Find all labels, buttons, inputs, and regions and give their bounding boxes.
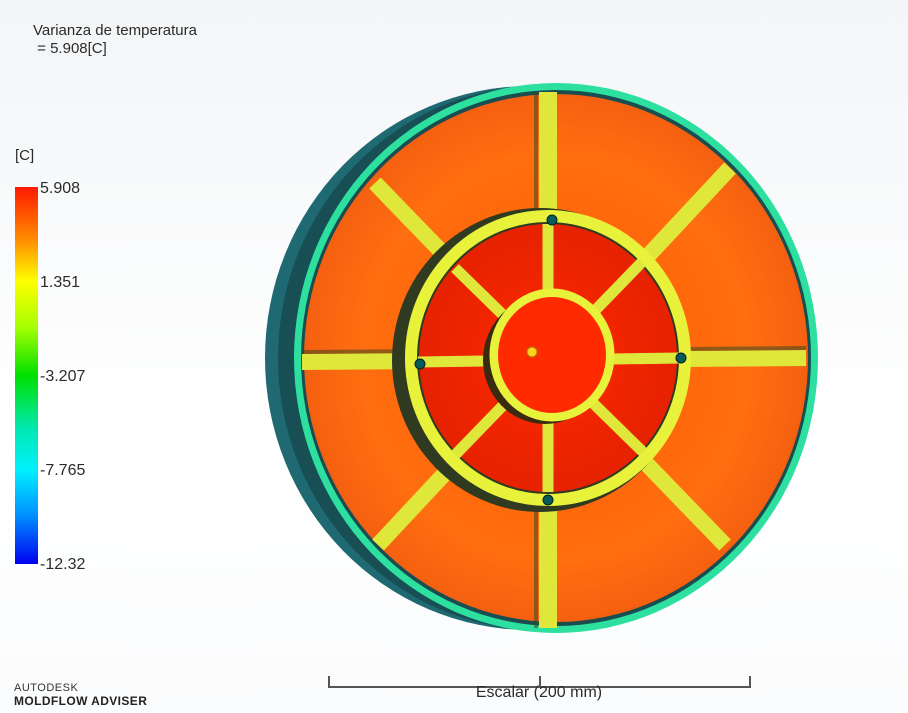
legend-tick-2: 1.351 xyxy=(40,274,81,291)
scale-bar-mid-tick xyxy=(539,676,541,686)
legend-tick-3: -3.207 xyxy=(40,368,86,385)
scale-bar-label: Escalar (200 mm) xyxy=(475,684,603,701)
legend-tick-max: 5.908 xyxy=(40,180,81,197)
hub-ring xyxy=(489,288,615,422)
brand-product: MOLDFLOW ADVISER xyxy=(14,694,148,708)
ejector-pins xyxy=(414,214,687,506)
result-title: Varianza de temperatura = 5.908[C] xyxy=(33,22,197,58)
legend-unit: [C] xyxy=(15,147,35,164)
injection-point-marker[interactable] xyxy=(526,346,538,358)
legend-tick-4: -7.765 xyxy=(40,462,86,479)
result-title-name: Varianza de temperatura xyxy=(33,22,197,39)
scale-bar xyxy=(328,676,751,688)
brand-company: AUTODESK xyxy=(14,682,79,694)
legend-tick-min: -12.32 xyxy=(40,556,86,573)
hub-face xyxy=(498,297,606,413)
result-title-value: = 5.908[C] xyxy=(33,40,107,57)
branding-logo: AUTODESK MOLDFLOW ADVISER xyxy=(14,682,147,708)
color-scale-bar xyxy=(15,187,38,564)
